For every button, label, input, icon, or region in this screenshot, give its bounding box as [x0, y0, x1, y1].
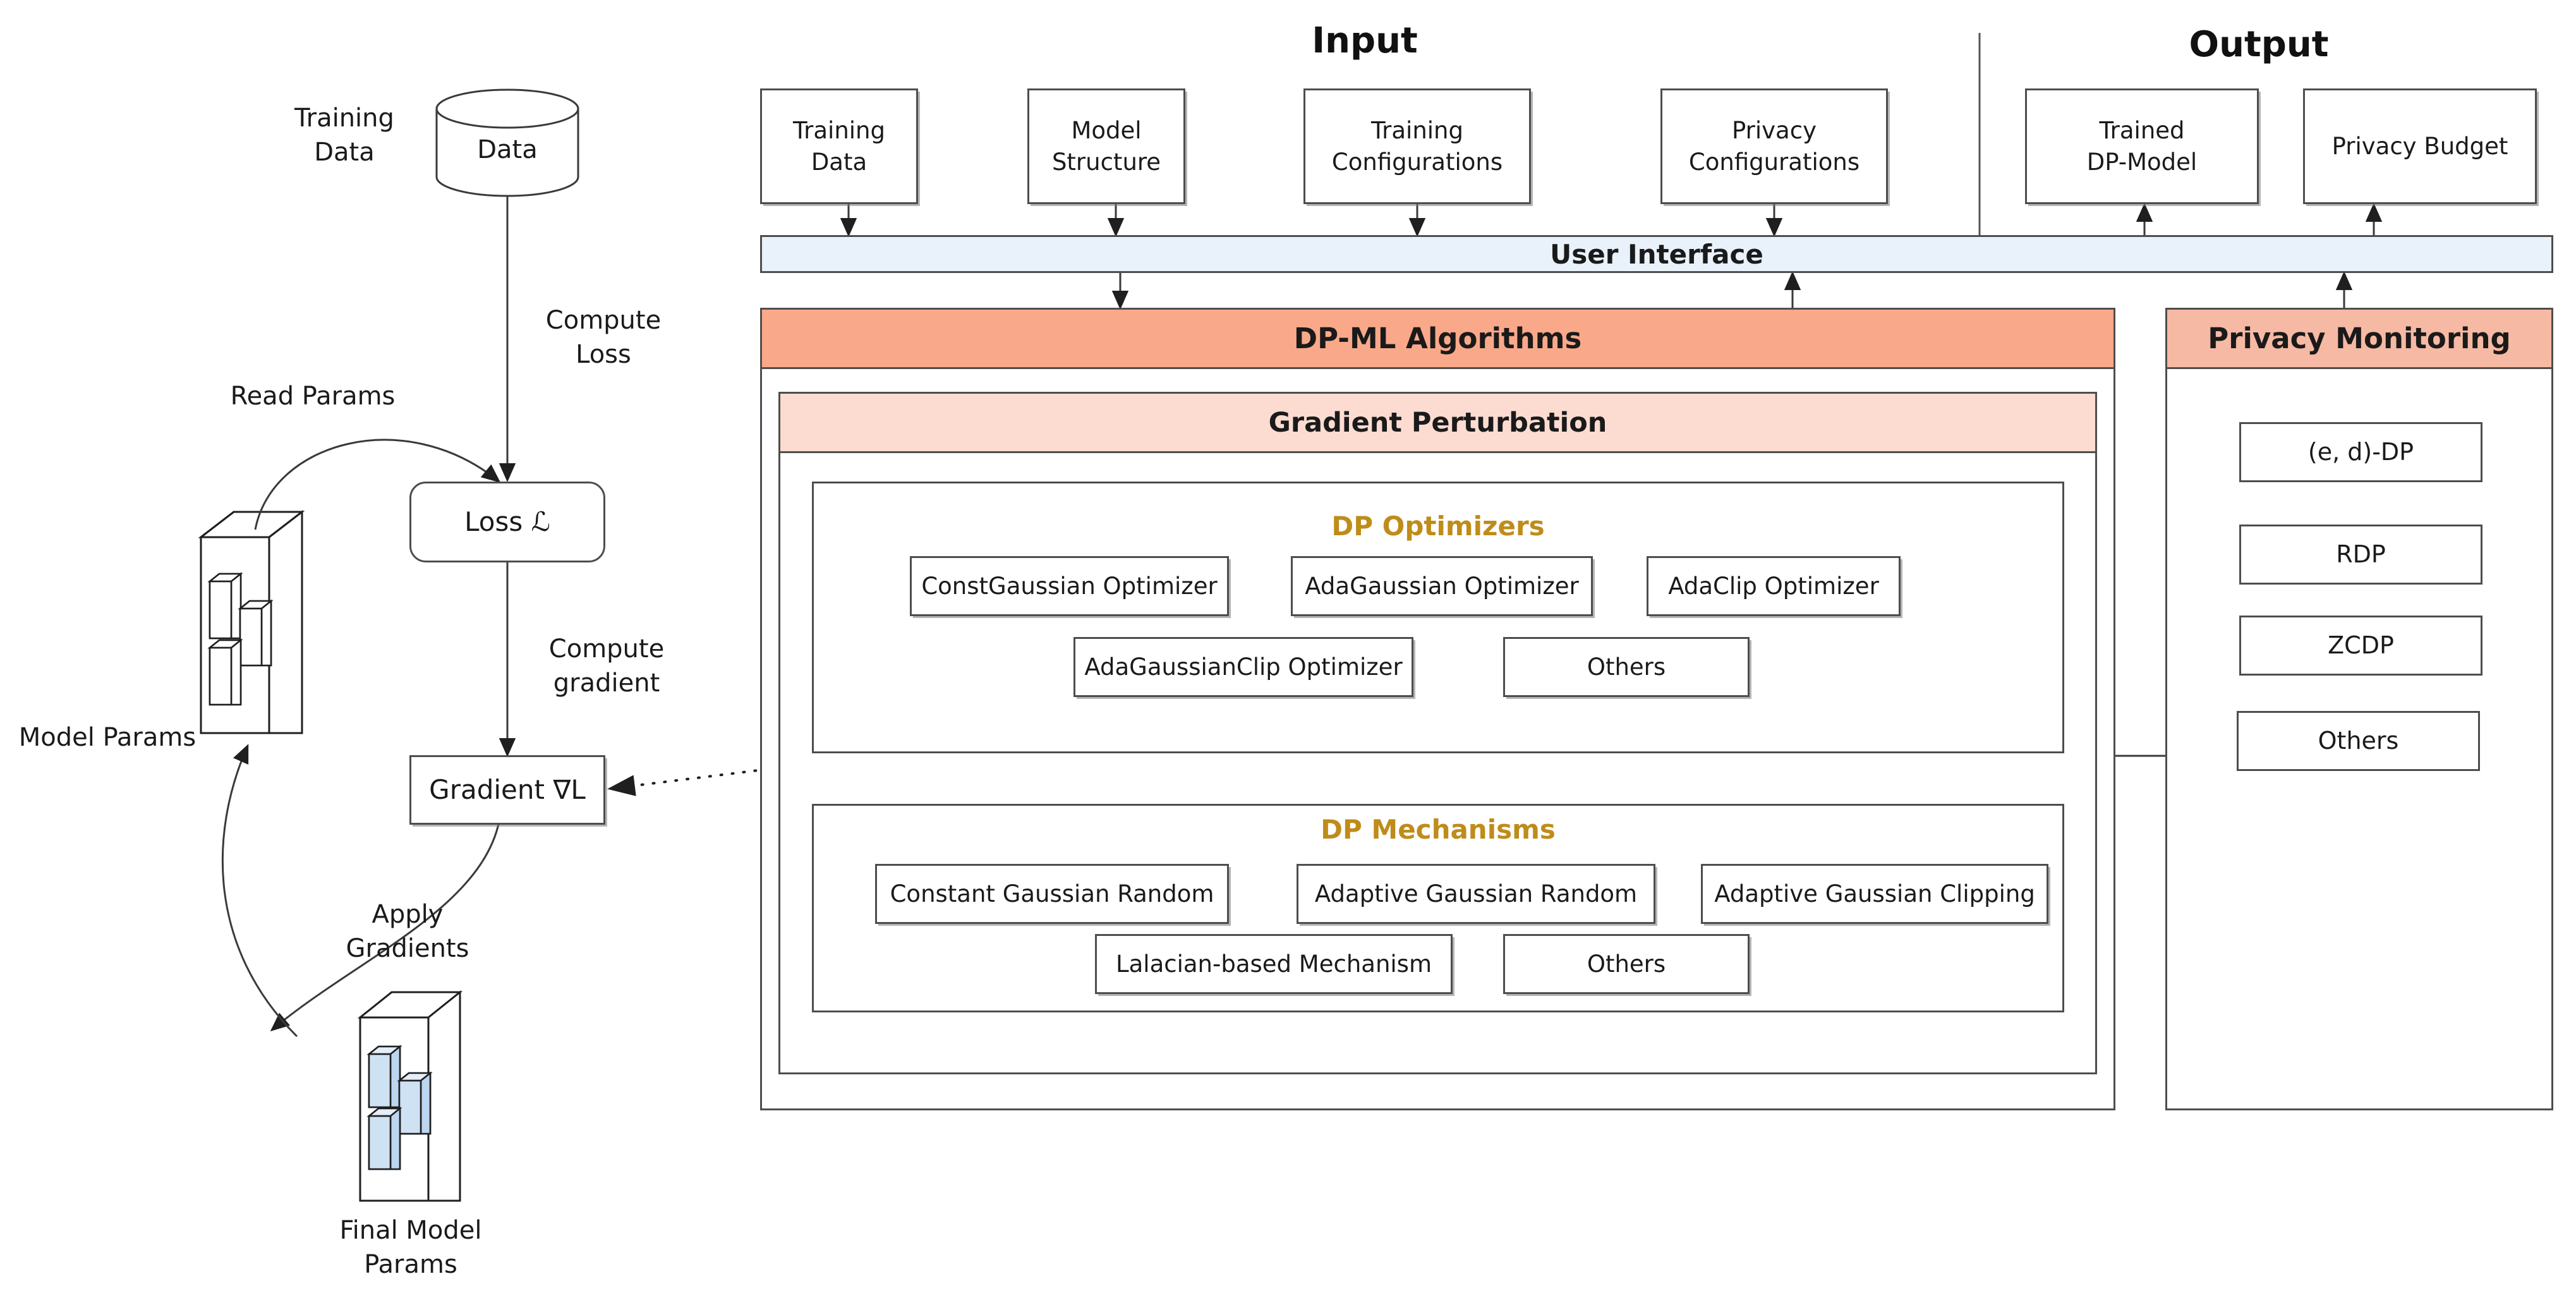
final-model-params-3d-icon [357, 990, 463, 1202]
privacy-monitoring-item-zcdp[interactable]: ZCDP [2239, 616, 2482, 676]
privacy-monitoring-header: Privacy Monitoring [2165, 308, 2553, 369]
dp-mechanism-others[interactable]: Others [1503, 934, 1750, 994]
output-node-trained-dp-model[interactable]: Trained DP-Model [2025, 88, 2259, 204]
compute-gradient-label: Compute gradient [548, 634, 665, 698]
training-data-label: Training Data [294, 104, 394, 167]
input-section-title: Input [1312, 20, 1418, 61]
dp-optimizer-adagaussianclip[interactable]: AdaGaussianClip Optimizer [1073, 637, 1413, 697]
dp-optimizer-adaclip[interactable]: AdaClip Optimizer [1647, 556, 1901, 616]
data-cylinder-label: Data [477, 135, 538, 164]
dp-optimizers-title: DP Optimizers [1331, 511, 1545, 542]
input-node-privacy-configurations[interactable]: Privacy Configurations [1660, 88, 1888, 204]
privacy-monitoring-item-ed-dp[interactable]: (e, d)-DP [2239, 422, 2482, 482]
input-node-training-data[interactable]: Training Data [760, 88, 918, 204]
privacy-monitoring-item-rdp[interactable]: RDP [2239, 525, 2482, 585]
dp-mechanism-adaptive-gaussian-clipping[interactable]: Adaptive Gaussian Clipping [1701, 864, 2048, 924]
dp-optimizer-constgaussian[interactable]: ConstGaussian Optimizer [910, 556, 1229, 616]
model-params-3d-icon [198, 509, 305, 734]
dp-ml-algorithms-header: DP-ML Algorithms [760, 308, 2115, 369]
compute-loss-label: Compute Loss [545, 306, 662, 369]
model-params-label: Model Params [18, 723, 197, 752]
gradient-perturbation-header: Gradient Perturbation [778, 392, 2097, 453]
dp-optimizer-adagaussian[interactable]: AdaGaussian Optimizer [1291, 556, 1593, 616]
privacy-monitoring-item-others[interactable]: Others [2237, 711, 2480, 771]
input-node-training-configurations[interactable]: Training Configurations [1303, 88, 1531, 204]
input-node-model-structure[interactable]: Model Structure [1027, 88, 1185, 204]
output-section-title: Output [2189, 24, 2329, 65]
final-model-params-label: Final Model Params [339, 1216, 482, 1279]
apply-gradients-label: Apply Gradients [346, 900, 469, 963]
dp-mechanism-adaptive-gaussian-random[interactable]: Adaptive Gaussian Random [1297, 864, 1655, 924]
loss-node: Loss ℒ [409, 482, 605, 562]
read-params-label: Read Params [230, 382, 396, 411]
dp-optimizer-others[interactable]: Others [1503, 637, 1750, 697]
dp-optimizers-panel [812, 482, 2064, 753]
dp-mechanism-lalacian-based[interactable]: Lalacian-based Mechanism [1095, 934, 1453, 994]
dp-mechanism-constant-gaussian-random[interactable]: Constant Gaussian Random [875, 864, 1229, 924]
gradient-node: Gradient ∇L [409, 755, 605, 825]
user-interface-band[interactable]: User Interface [760, 235, 2553, 273]
dp-mechanisms-title: DP Mechanisms [1321, 814, 1556, 845]
output-node-privacy-budget[interactable]: Privacy Budget [2303, 88, 2537, 204]
